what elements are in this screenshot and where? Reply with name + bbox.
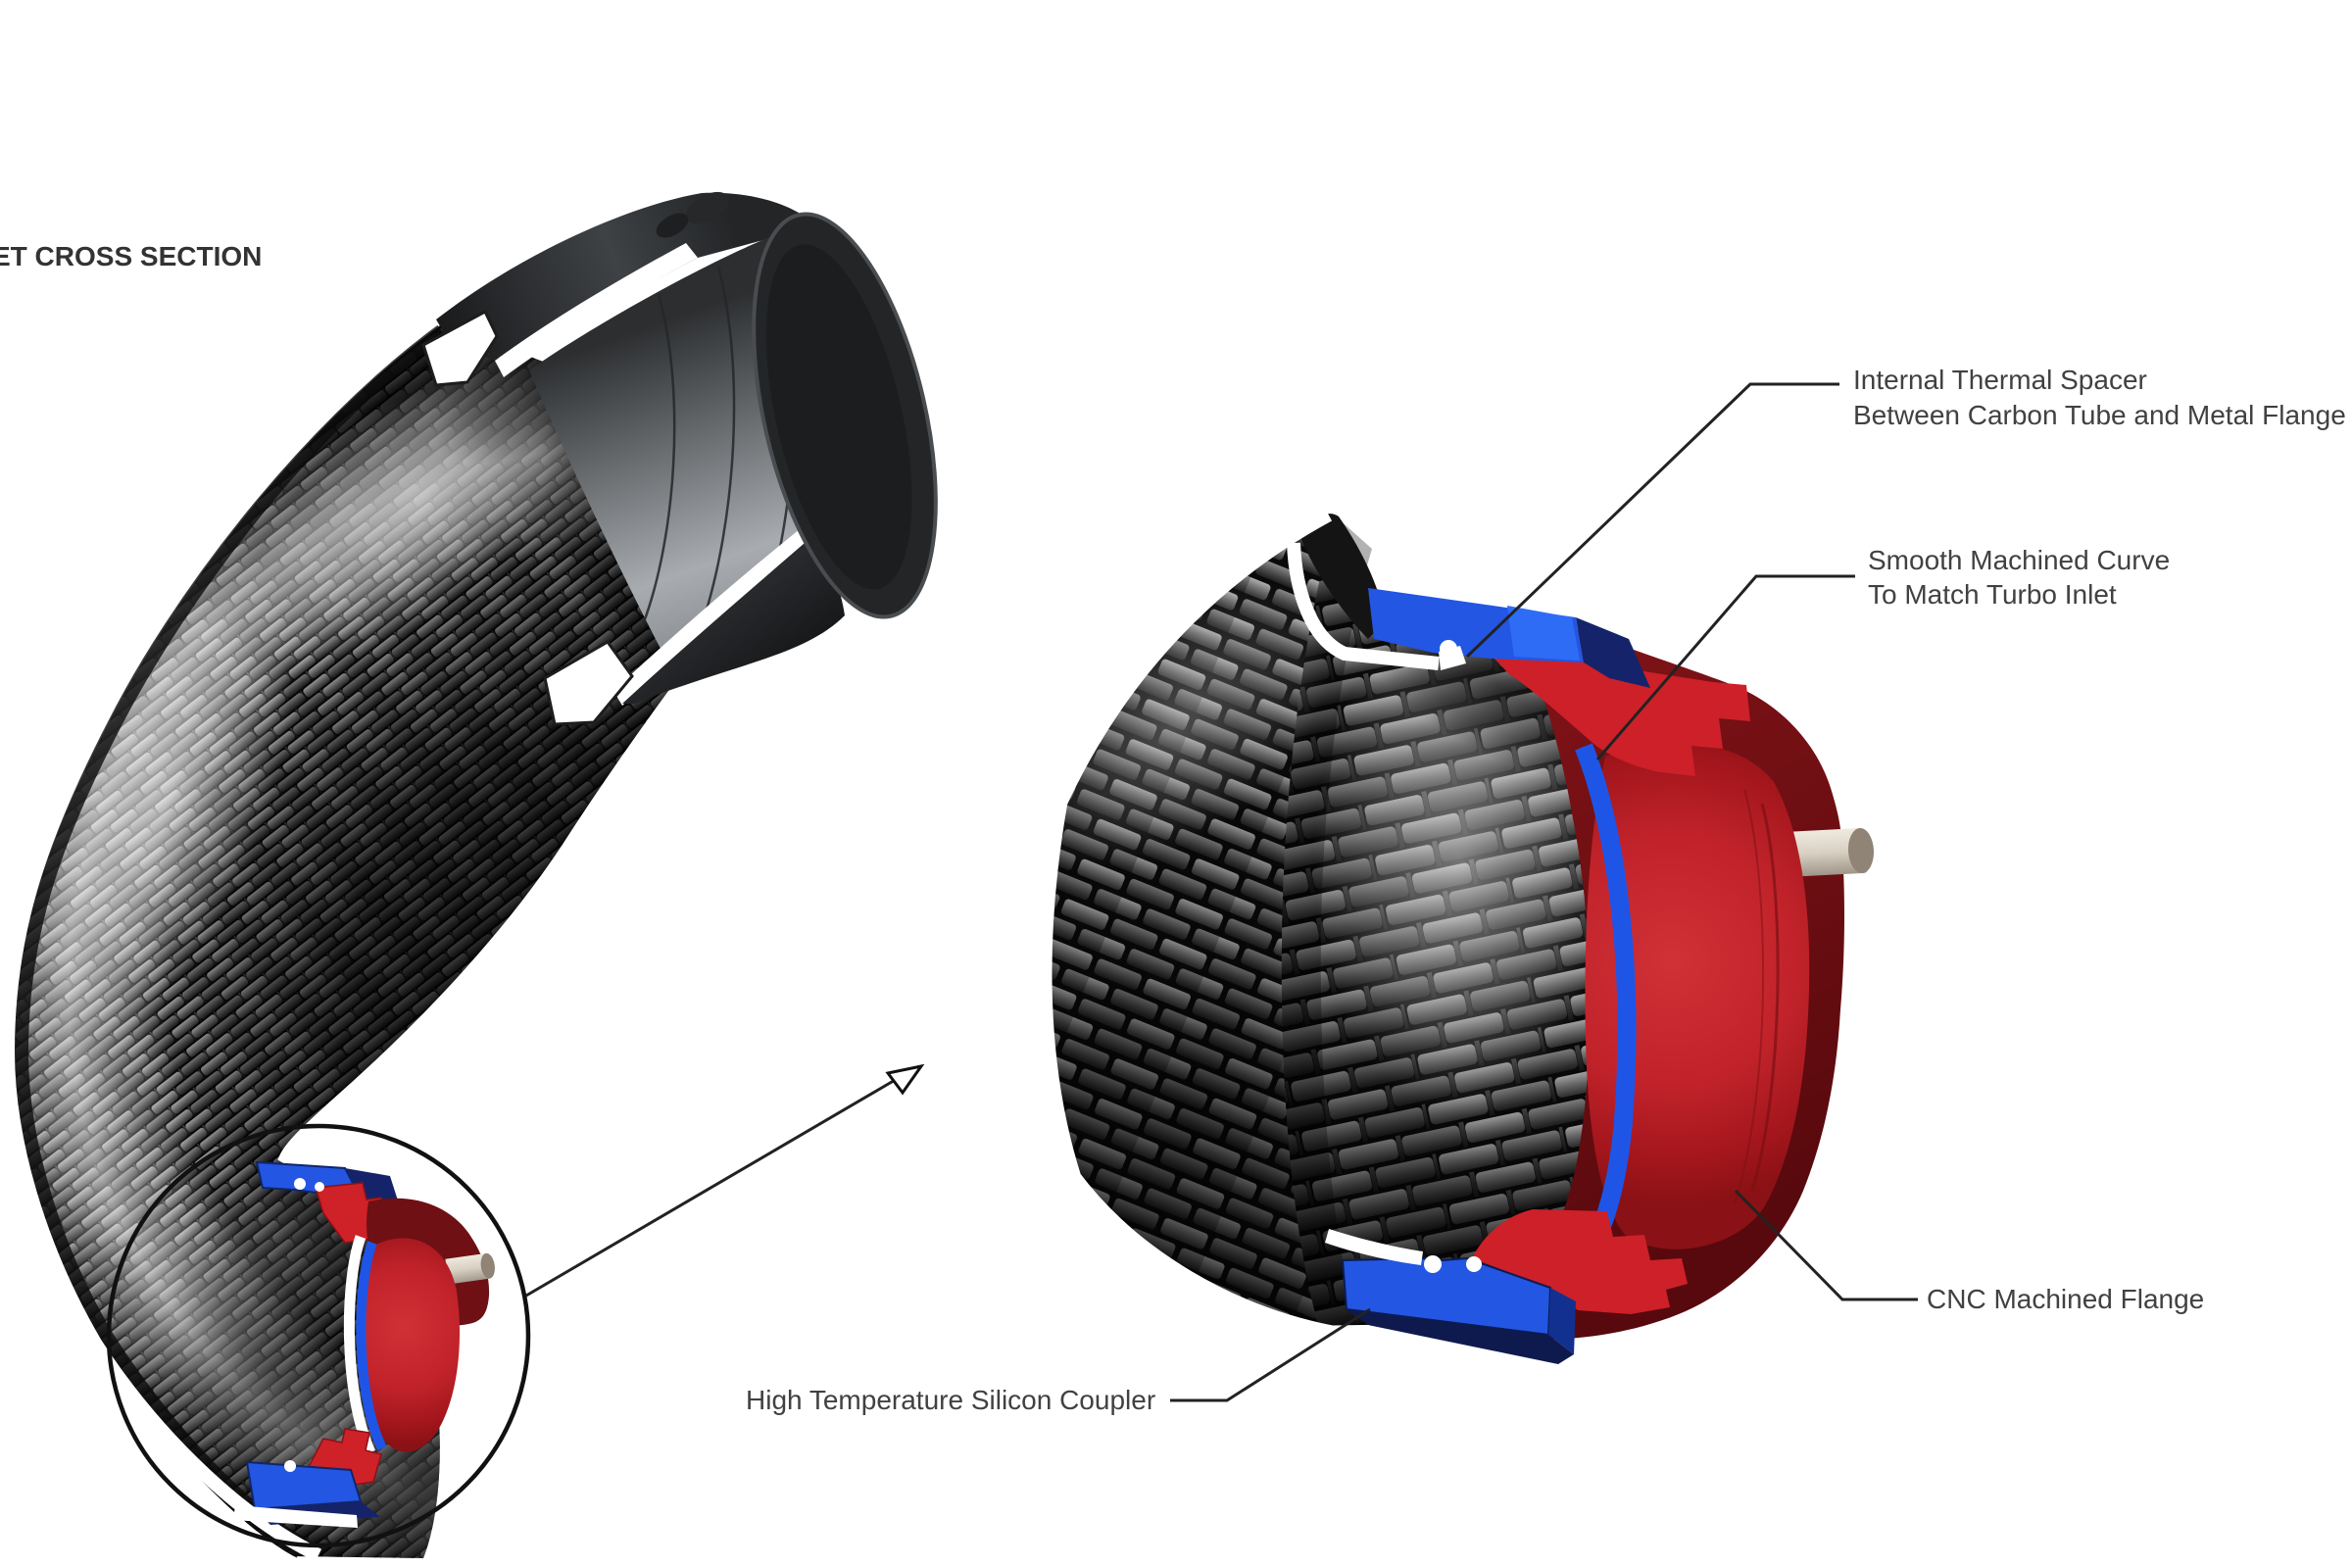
svg-text:Smooth Machined Curve: Smooth Machined Curve xyxy=(1868,545,2170,575)
svg-text:Internal Thermal Spacer: Internal Thermal Spacer xyxy=(1853,365,2147,395)
svg-text:CNC Machined Flange: CNC Machined Flange xyxy=(1927,1284,2204,1314)
svg-text:High Temperature Silicon Coupl: High Temperature Silicon Coupler xyxy=(746,1385,1155,1415)
svg-text:ET CROSS SECTION: ET CROSS SECTION xyxy=(0,241,262,271)
svg-text:To Match Turbo Inlet: To Match Turbo Inlet xyxy=(1868,579,2117,610)
svg-text:Between Carbon Tube and Metal: Between Carbon Tube and Metal Flange xyxy=(1853,400,2346,430)
